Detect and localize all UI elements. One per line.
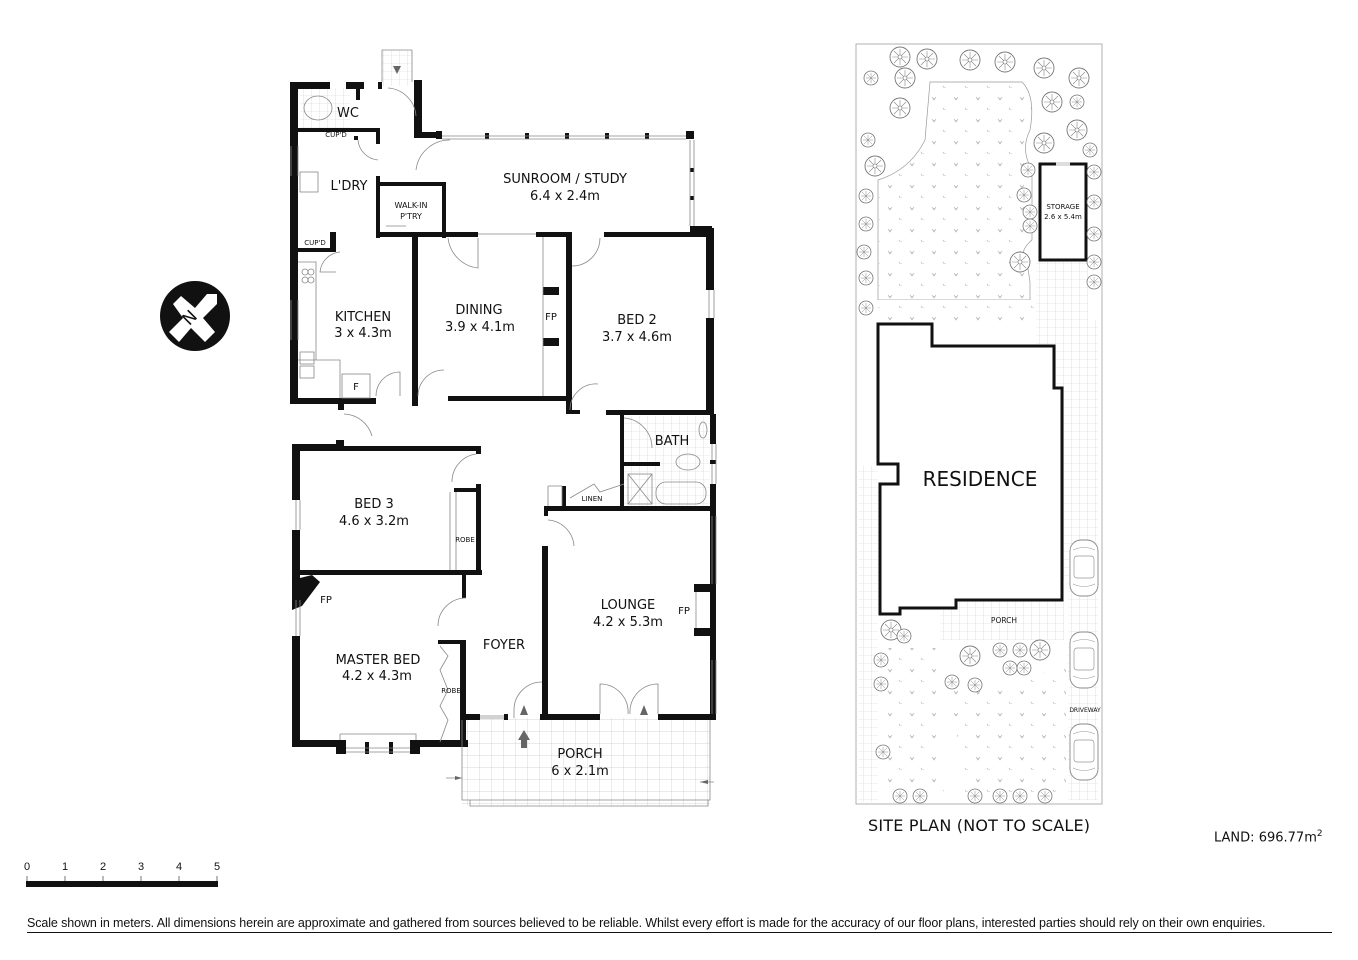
porch-floor-tiles [462, 718, 710, 806]
room-label-bath: BATH [655, 434, 690, 449]
robe-label-bed3: ROBE [455, 536, 475, 544]
scale-tick-5: 5 [213, 861, 221, 873]
scale-tick-4: 4 [175, 861, 183, 873]
robe-label-master: ROBE [441, 687, 461, 695]
room-dims-porch: 6 x 2.1m [551, 764, 609, 779]
room-label-cupd-bottom: CUP'D [304, 239, 326, 247]
room-dims-bed3: 4.6 x 3.2m [339, 514, 409, 529]
site-plan-title: SITE PLAN (NOT TO SCALE) [868, 816, 1091, 835]
land-unit-sup: 2 [1316, 829, 1323, 839]
fridge-label: F [353, 382, 359, 393]
room-dims-dining: 3.9 x 4.1m [445, 320, 515, 335]
fireplace-label-master: FP [320, 595, 332, 606]
room-dims-sunroom: 6.4 x 2.4m [530, 189, 600, 204]
scale-tick-1: 1 [61, 861, 69, 873]
room-label-walkin: WALK-IN [394, 201, 427, 210]
land-value: 696.77m [1258, 830, 1317, 846]
room-dims-lounge: 4.2 x 5.3m [593, 615, 663, 630]
land-area: LAND: 696.77m2 [1214, 829, 1323, 845]
fireplace-label-dining: FP [545, 312, 557, 323]
room-label-pantry: P'TRY [400, 212, 422, 221]
scale-bar [26, 876, 218, 887]
room-label-sunroom: SUNROOM / STUDY [503, 172, 627, 187]
room-label-master: MASTER BED [336, 653, 421, 668]
fireplace-label-lounge: FP [678, 606, 690, 617]
room-dims-kitchen: 3 x 4.3m [334, 326, 392, 341]
room-label-laundry: L'DRY [331, 179, 368, 194]
land-label: LAND: [1214, 830, 1255, 846]
scale-bar-labels: 0 1 2 3 4 5 [20, 861, 230, 875]
room-dims-master: 4.2 x 4.3m [342, 669, 412, 684]
disclaimer-text: Scale shown in meters. All dimensions he… [27, 916, 1332, 933]
scale-tick-3: 3 [137, 861, 145, 873]
room-label-dining: DINING [455, 303, 502, 318]
room-label-linen: LINEN [582, 495, 603, 503]
room-dims-bed2: 3.7 x 4.6m [602, 330, 672, 345]
scale-tick-2: 2 [99, 861, 107, 873]
room-label-kitchen: KITCHEN [335, 310, 391, 325]
scale-tick-0: 0 [23, 861, 31, 873]
room-label-porch: PORCH [557, 747, 602, 762]
room-label-bed2: BED 2 [617, 313, 657, 328]
site-label-residence: RESIDENCE [923, 467, 1038, 491]
site-label-driveway: DRIVEWAY [1069, 707, 1101, 714]
site-label-storage: STORAGE [1046, 203, 1079, 211]
room-label-foyer: FOYER [483, 638, 525, 653]
site-label-storage-dims: 2.6 x 5.4m [1044, 213, 1082, 221]
north-arrow-icon: N [160, 281, 230, 351]
room-label-wc: WC [337, 106, 359, 121]
room-label-bed3: BED 3 [354, 497, 394, 512]
site-label-porch: PORCH [991, 616, 1017, 625]
room-label-lounge: LOUNGE [601, 598, 656, 613]
room-label-cupd-top: CUP'D [325, 131, 347, 139]
site-plan: RESIDENCE STORAGE 2.6 x 5.4m PORCH DRIVE… [855, 43, 1103, 805]
